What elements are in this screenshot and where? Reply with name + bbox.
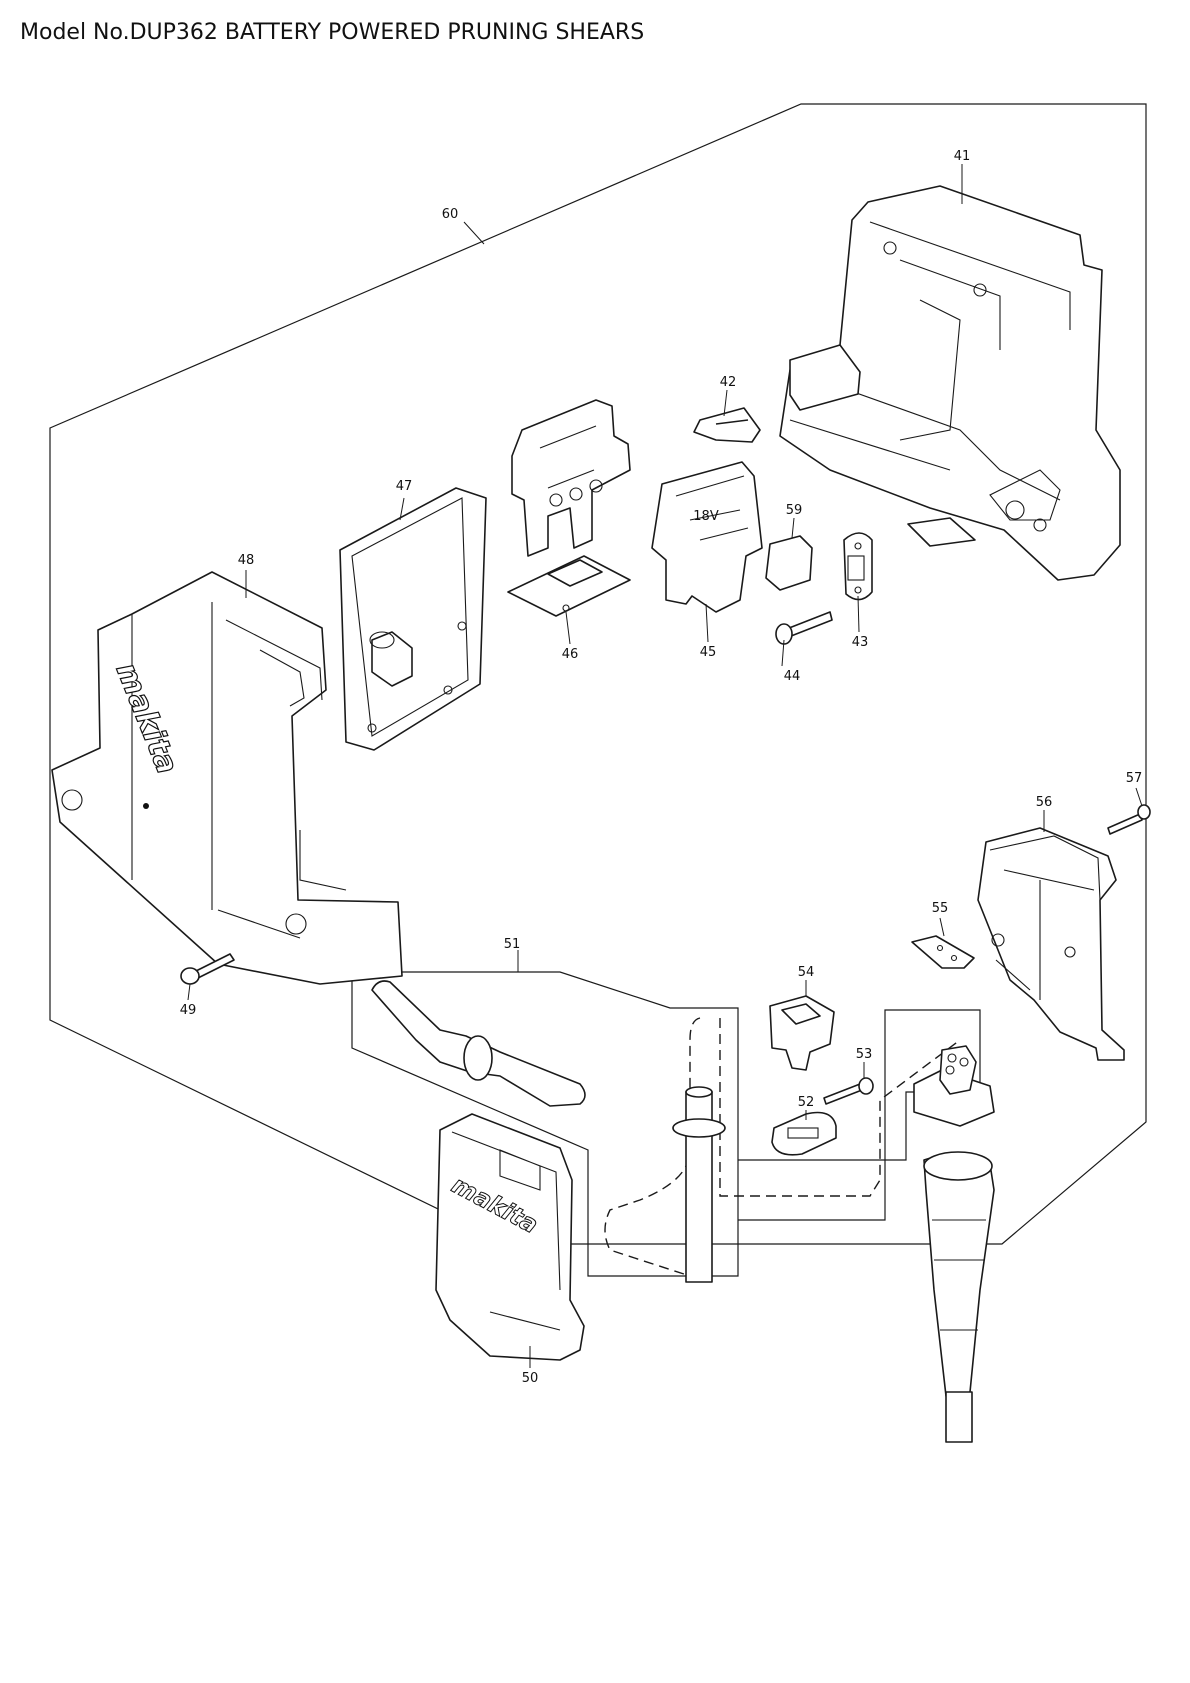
label-part-42: 42 [720,375,737,390]
part-41-housing-frame [779,185,1121,581]
part-59-pad [765,535,813,591]
label-part-43: 43 [852,635,869,650]
label-part-59: 59 [786,503,803,518]
part-cord-plug [923,1151,995,1443]
label-part-47: 47 [396,479,413,494]
label-part-53: 53 [856,1047,873,1062]
part-47-cover-plate [339,487,487,751]
part-48-housing-half: makita [51,571,403,985]
label-part-41: 41 [954,149,971,164]
part-46-small-pcb [507,555,631,617]
part-49-screw [180,953,235,985]
label-part-56: 56 [1036,795,1053,810]
assembly-boundary-60 [49,103,1147,1245]
label-part-52: 52 [798,1095,815,1110]
cord-routing-dashed [604,1017,961,1277]
part-43-rubber-mount [843,532,873,601]
part-terminal-block [511,399,631,557]
part-53-screw [823,1077,874,1105]
label-part-57: 57 [1126,771,1143,786]
label-part-54: 54 [798,965,815,980]
label-part-51: 51 [504,937,521,952]
part-54-rocker-switch [769,995,835,1071]
part-44-screw [775,611,833,645]
label-part-45: 45 [700,645,717,660]
label-part-60: 60 [442,207,459,222]
label-part-48: 48 [238,553,255,568]
part-51-cord-shaft [371,980,726,1283]
diagram-title: Model No.DUP362 BATTERY POWERED PRUNING … [20,20,645,45]
terminal-marking: 18V [693,509,719,524]
part-42-contact-clip [693,407,761,443]
part-57-screw [1107,804,1151,835]
part-50-battery-pack: makita [435,1113,585,1361]
part-45-terminal-holder: 18V [651,461,763,613]
part-56-rear-housing [977,827,1125,1061]
part-55-plate [911,935,975,969]
label-part-55: 55 [932,901,949,916]
label-part-44: 44 [784,669,801,684]
leader-lines [187,164,1143,1368]
label-part-50: 50 [522,1371,539,1386]
label-part-49: 49 [180,1003,197,1018]
label-part-46: 46 [562,647,579,662]
part-connector-socket [913,1045,995,1127]
part-52-grommet [771,1111,837,1156]
